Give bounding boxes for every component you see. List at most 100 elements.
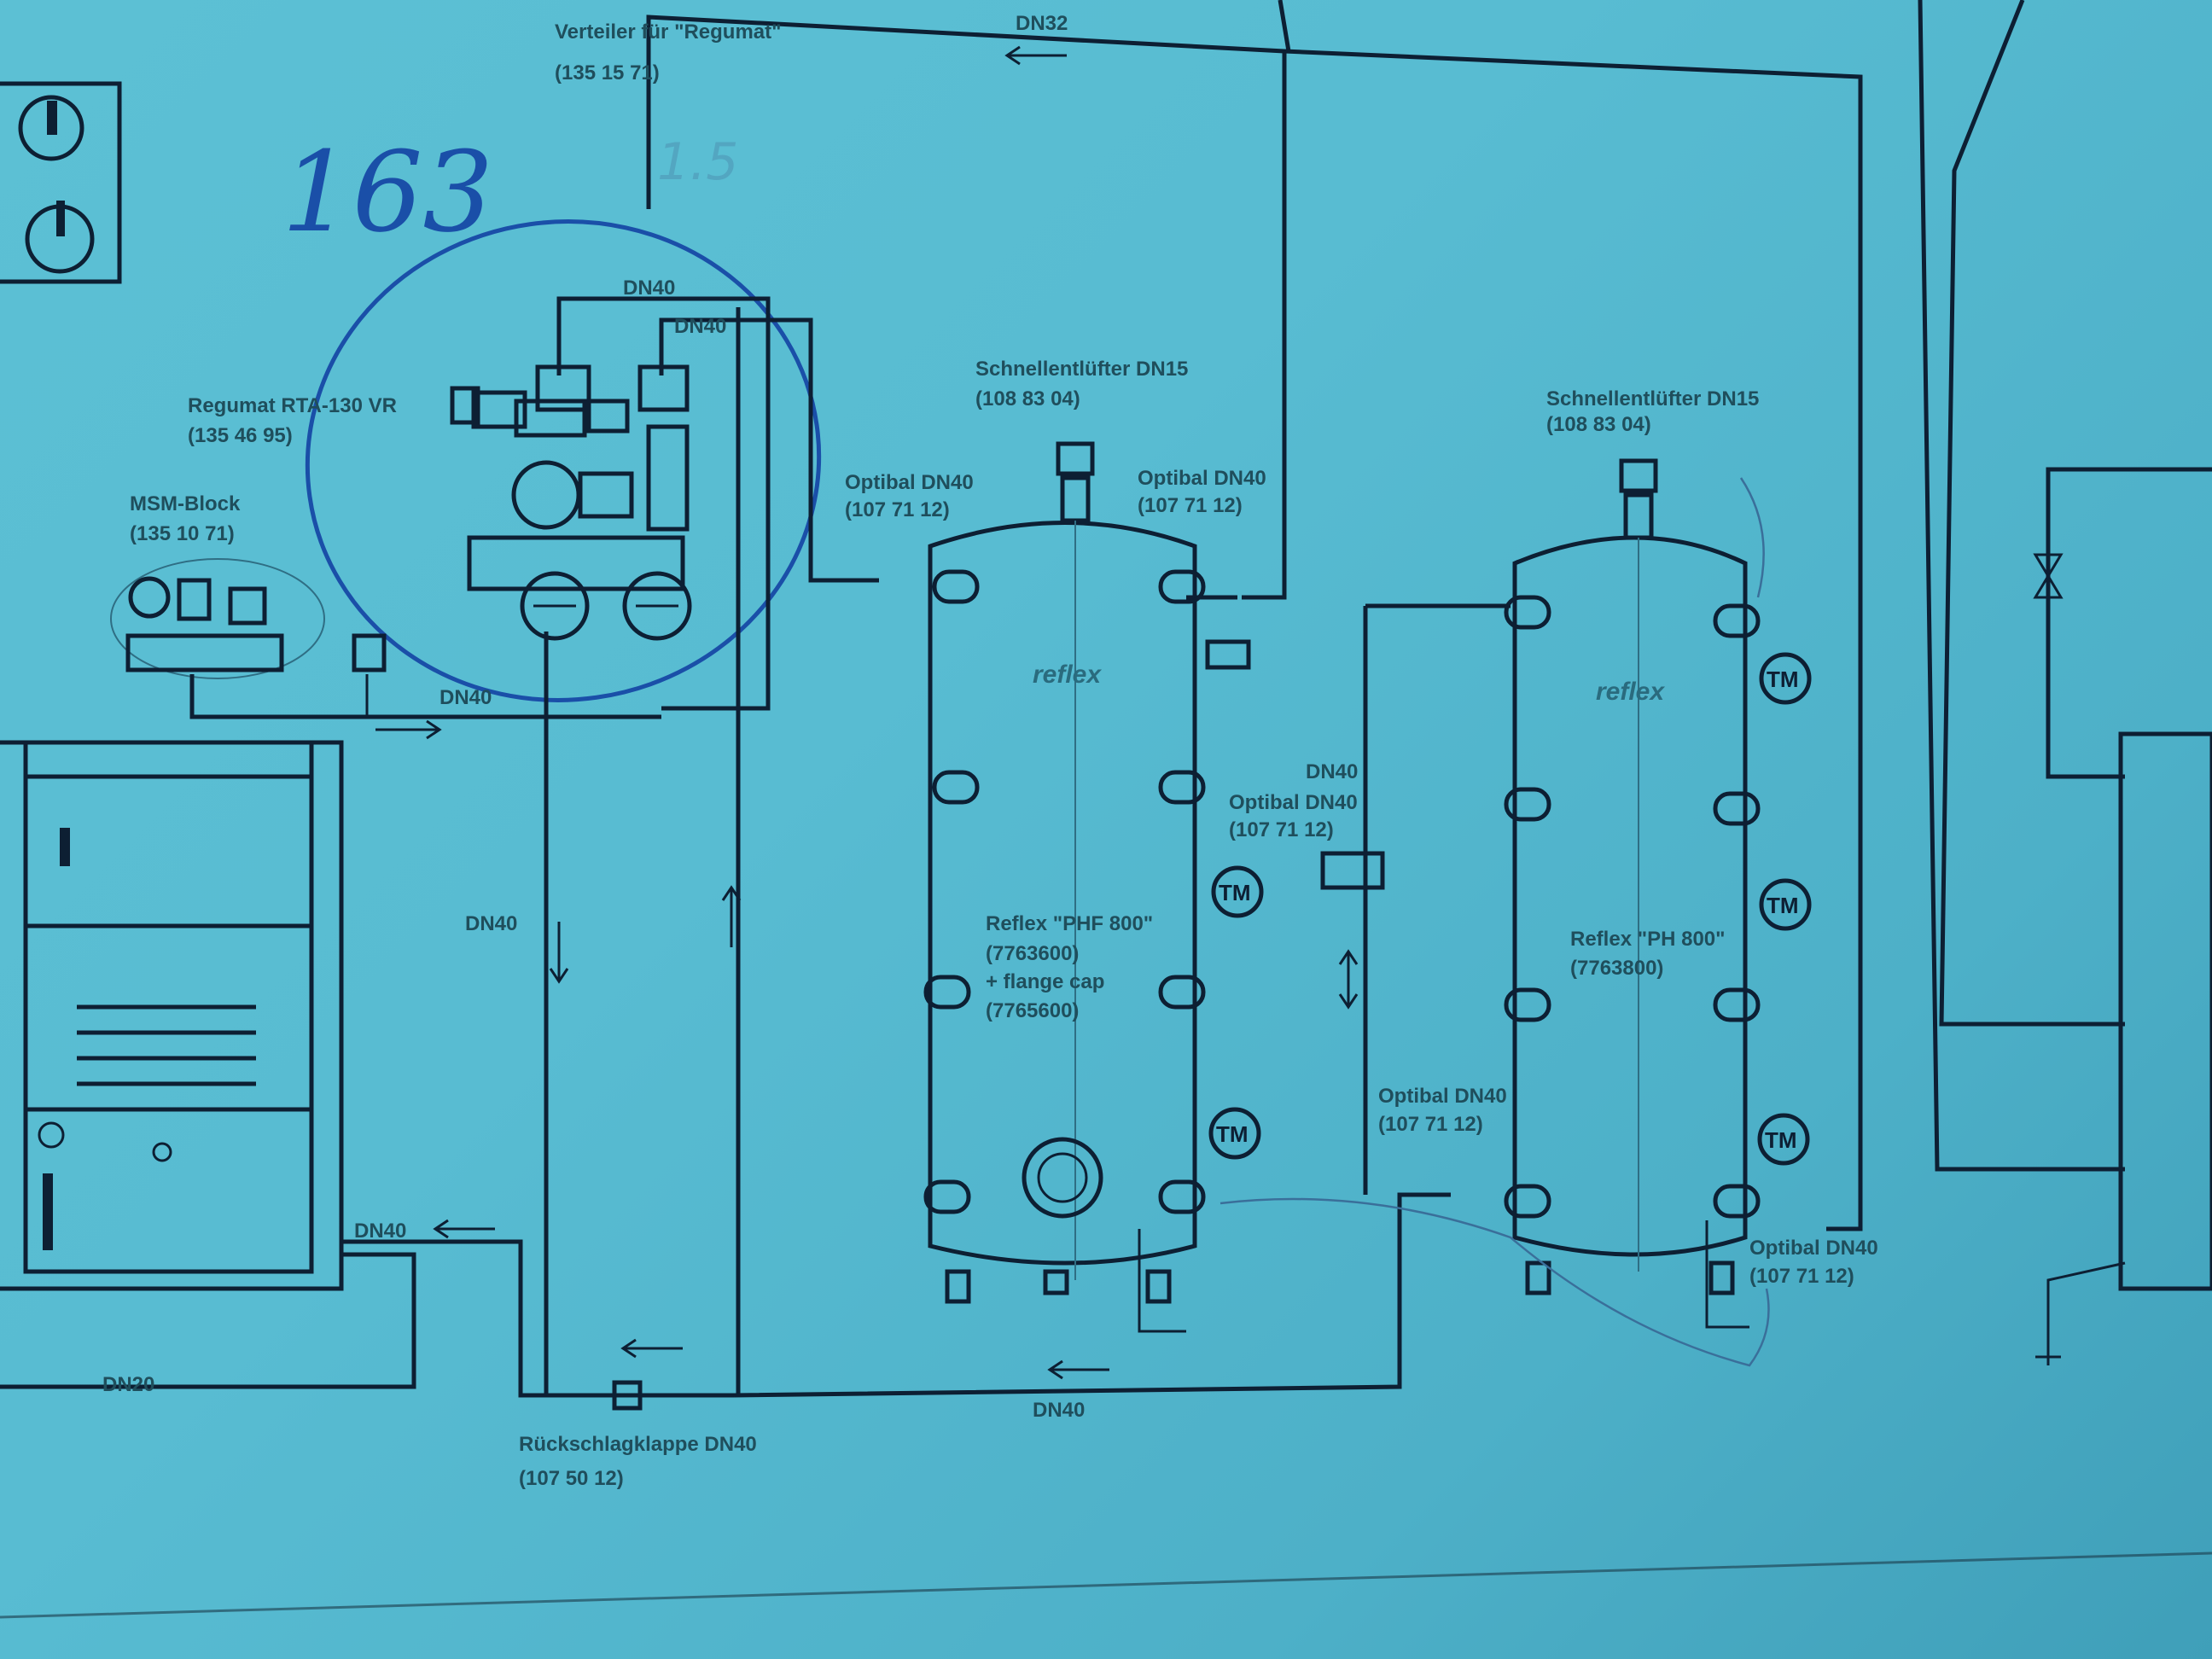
label-schnellentluefter-1: Schnellentlüfter DN15 <box>975 358 1188 381</box>
schematic-line <box>2046 1261 2126 1365</box>
flow-arrow-left-3 <box>1047 1359 1109 1380</box>
tm-sensor-1: TM <box>1219 880 1251 905</box>
schematic-line <box>125 633 284 672</box>
schematic-line <box>352 634 386 672</box>
label-dn40-return-vertical: DN40 <box>465 912 517 935</box>
label-schnellentluefter-2: Schnellentlüfter DN15 <box>1546 387 1759 410</box>
label-optibal-5: Optibal DN40 <box>1749 1237 1878 1260</box>
label-tank1-flange: + flange cap <box>986 970 1104 993</box>
schematic-line <box>1504 787 1551 822</box>
schematic-line <box>60 828 70 866</box>
pipe-right-2 <box>1939 0 2125 1027</box>
schematic-line <box>1145 1269 1172 1304</box>
schematic-line <box>1713 987 1761 1022</box>
schematic-line <box>1512 535 1748 1257</box>
pipe-regumat-out <box>659 317 879 583</box>
double-arrow-icon <box>1338 949 1359 1010</box>
schematic-line <box>928 521 1197 1266</box>
tm-sensor-5: TM <box>1765 1127 1797 1153</box>
schematic-line <box>923 1179 971 1214</box>
schematic-line <box>43 1173 53 1250</box>
valve-icon <box>2033 553 2064 599</box>
label-regumat: Regumat RTA-130 VR <box>188 394 397 417</box>
label-regumat-code: (135 46 95) <box>188 424 293 447</box>
schematic-line <box>1043 1269 1069 1295</box>
schematic-line <box>471 390 527 429</box>
schematic-line <box>1158 770 1206 805</box>
label-dn40-flow: DN40 <box>439 686 492 709</box>
schematic-line <box>945 1269 971 1304</box>
label-tank2-code: (7763800) <box>1570 957 1663 980</box>
flange-icon <box>1022 1137 1103 1219</box>
schematic-line <box>128 576 171 619</box>
schematic-line <box>1759 652 1812 705</box>
schematic-line <box>637 364 690 412</box>
handwritten-number: 163 <box>282 127 493 257</box>
schematic-line <box>110 558 325 679</box>
label-optibal-5-code: (107 71 12) <box>1749 1265 1854 1288</box>
schematic-line <box>646 424 690 532</box>
pipe-return-dn40 <box>341 1239 734 1398</box>
schematic-line <box>1037 1152 1088 1203</box>
schematic-line <box>1208 1107 1261 1160</box>
label-dn20: DN20 <box>102 1373 154 1396</box>
label-rueckschlagklappe-code: (107 50 12) <box>519 1467 624 1490</box>
tm-sensor-2: TM <box>1216 1121 1249 1147</box>
schematic-line <box>450 386 480 425</box>
schematic-line <box>1060 475 1091 523</box>
label-tank1: Reflex "PHF 800" <box>986 912 1153 935</box>
schematic-line <box>1504 1184 1551 1219</box>
handwritten-note: 1.5 <box>657 132 738 192</box>
label-dn32: DN32 <box>1016 12 1068 35</box>
label-dn40-boiler-return: DN40 <box>354 1220 406 1243</box>
thermostat-dial-icon <box>18 95 84 161</box>
pipe-right-1 <box>1918 0 2125 1172</box>
schematic-line <box>1713 791 1761 826</box>
label-optibal-2-code: (107 71 12) <box>1138 494 1243 517</box>
schematic-line <box>1205 639 1251 670</box>
tm-sensor-4: TM <box>1767 893 1799 918</box>
label-optibal-3: Optibal DN40 <box>1229 791 1358 814</box>
schematic-line <box>1504 987 1551 1022</box>
schematic-line <box>514 399 587 438</box>
schematic-line <box>1278 0 1291 52</box>
check-valve-icon <box>612 1380 643 1411</box>
schematic-line <box>932 770 980 805</box>
handwritten-curve <box>1220 1197 1770 1367</box>
schematic-line <box>177 578 212 621</box>
schematic-line <box>1759 878 1812 931</box>
pipe-right-3 <box>2046 467 2212 779</box>
pipe-bottom-dn40 <box>733 1192 1451 1398</box>
msm-block <box>110 558 387 679</box>
thermometer-gauge-icon <box>520 571 590 641</box>
schematic-line <box>535 364 591 412</box>
flow-arrow-up <box>721 885 742 947</box>
schematic-line <box>932 569 980 604</box>
label-tank1-flange-code: (7765600) <box>986 999 1079 1022</box>
schematic-line <box>1757 1113 1810 1166</box>
label-optibal-2: Optibal DN40 <box>1138 467 1266 490</box>
schematic-line <box>23 742 314 1274</box>
schematic-line <box>578 471 634 519</box>
schematic-line <box>38 1121 65 1149</box>
schematic-line <box>1504 595 1551 630</box>
label-dn40-middle: DN40 <box>1306 760 1358 783</box>
optibal-valve-icon <box>1320 851 1385 890</box>
schematic-line <box>1739 477 1765 598</box>
pump-icon <box>511 460 581 530</box>
tank-brand-2: reflex <box>1596 678 1665 706</box>
schematic-line <box>1713 603 1761 638</box>
tm-sensor-3: TM <box>1767 667 1799 692</box>
label-optibal-4: Optibal DN40 <box>1378 1085 1507 1108</box>
schematic-line <box>152 1142 172 1162</box>
label-verteiler: Verteiler für "Regumat" <box>555 20 782 44</box>
label-schnellentluefter-1-code: (108 83 04) <box>975 387 1080 410</box>
thermometer-gauge-icon-2 <box>622 571 692 641</box>
right-device-box <box>2118 731 2212 1291</box>
schematic-line <box>1138 1229 1186 1333</box>
schematic-line <box>47 101 57 135</box>
schematic-line <box>1211 865 1264 918</box>
flow-arrow-right <box>375 719 442 740</box>
